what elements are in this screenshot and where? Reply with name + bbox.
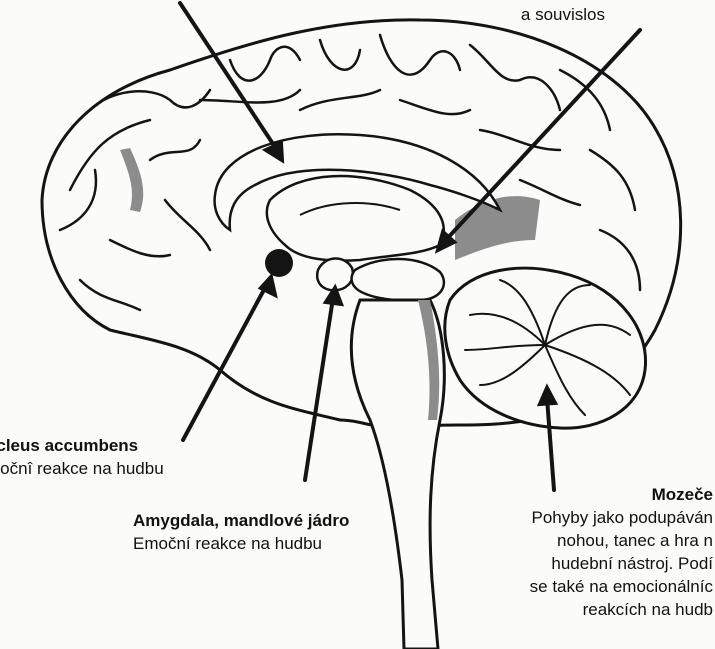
top-right-label-text: a souvislos (521, 3, 605, 26)
top-right-label: a souvislos (521, 3, 605, 26)
amygdala-label: Amygdala, mandlové jádro Emoční reakce n… (133, 509, 349, 555)
mozecek-line: reakcích na hudb (530, 598, 713, 621)
nucleus-accumbens-label: ucleus accumbens močnî reakce na hudbu (0, 434, 164, 480)
nucleus-accumbens-description: močnî reakce na hudbu (0, 457, 164, 480)
amygdala-title: Amygdala, mandlové jádro (133, 509, 349, 532)
nucleus-accumbens-title: ucleus accumbens (0, 434, 164, 457)
mozecek-line: Pohyby jako podupáván (530, 506, 713, 529)
mozecek-line: nohou, tanec a hra n (530, 529, 713, 552)
amygdala-description: Emoční reakce na hudbu (133, 532, 349, 555)
mozecek-line: se také na emocionálníc (530, 575, 713, 598)
mozecek-line: hudební nástroj. Podí (530, 552, 713, 575)
nucleus-accumbens-dot (265, 249, 293, 277)
mozecek-title: Mozeče (530, 483, 713, 506)
pons-bulge (352, 259, 444, 301)
mozecek-label: Mozeče Pohyby jako podupáván nohou, tane… (530, 483, 713, 621)
